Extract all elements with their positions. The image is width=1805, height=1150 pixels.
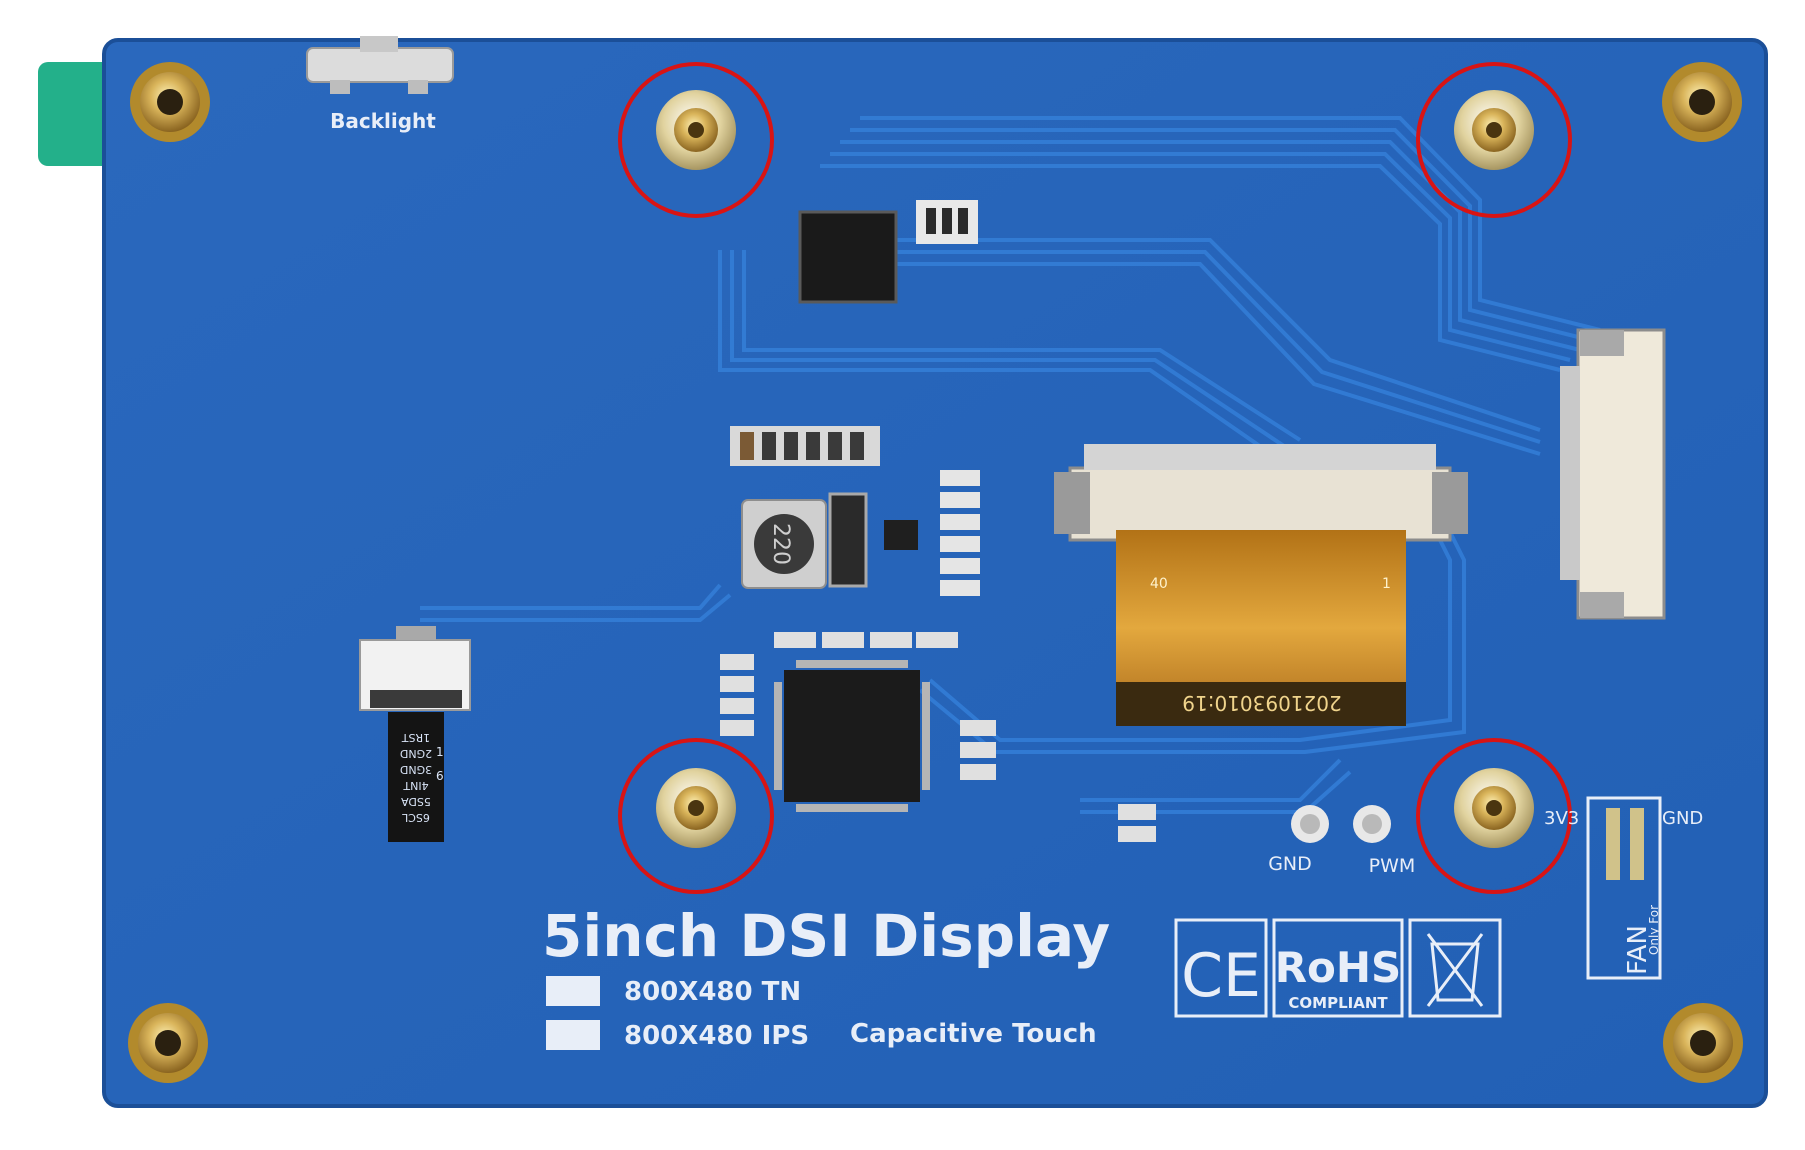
fan-gnd-label: GND xyxy=(1662,808,1703,829)
board-title: 5inch DSI Display xyxy=(542,902,1110,970)
pcb-traces xyxy=(420,116,1601,814)
touch-pin-num-1: 1 xyxy=(436,745,444,759)
touch-pin-num-6: 6 xyxy=(436,769,444,783)
inductor: 220 xyxy=(741,499,827,589)
touch-connector xyxy=(359,626,471,842)
checkbox-tn xyxy=(546,976,600,1006)
pad-gnd-label: GND xyxy=(1268,853,1312,875)
pad-pwm-label: PWM xyxy=(1369,855,1416,877)
ce-mark-icon: CE xyxy=(1174,918,1268,1018)
ffc-pin-40: 40 xyxy=(1150,576,1168,592)
touch-pin-label-1: 1RST xyxy=(402,731,431,744)
svg-text:COMPLIANT: COMPLIANT xyxy=(1288,994,1388,1012)
right-vertical-connector xyxy=(1560,328,1666,620)
res-ips-label: 800X480 IPS xyxy=(624,1021,809,1051)
pwm-pads xyxy=(1291,805,1391,843)
smd-near-pads xyxy=(1118,804,1156,842)
smd-row-middle xyxy=(774,632,958,648)
highlight-circle-top-left xyxy=(618,62,774,218)
qfp-chip xyxy=(774,660,930,812)
svg-text:RoHS: RoHS xyxy=(1275,943,1402,992)
mount-hole-bottom-right xyxy=(1663,1003,1743,1083)
pcb-board xyxy=(102,38,1768,1108)
ffc-date-code: 2021093010:19 xyxy=(1182,691,1341,715)
mount-hole-bottom-left xyxy=(128,1003,208,1083)
smd-row xyxy=(730,426,880,466)
svg-text:220: 220 xyxy=(768,523,793,565)
highlight-circle-top-right xyxy=(1416,62,1572,218)
backlight-switch xyxy=(306,36,454,94)
fan-only-for-label: Only For xyxy=(1647,905,1661,955)
qfn-chip xyxy=(798,210,898,304)
mount-hole-top-right xyxy=(1662,62,1742,142)
resistor-array-top xyxy=(916,200,978,244)
sot-chip xyxy=(884,520,918,550)
mount-hole-top-left xyxy=(130,62,210,142)
diode xyxy=(828,492,868,588)
smd-column-left xyxy=(720,654,754,736)
backlight-label: Backlight xyxy=(330,109,436,133)
fan-header xyxy=(1586,796,1662,980)
touch-pin-label-3: 3GND xyxy=(400,763,432,776)
ffc-pin-1: 1 xyxy=(1382,576,1391,592)
smd-column-qfp-right xyxy=(960,720,996,780)
checkbox-ips xyxy=(546,1020,600,1050)
touch-pin-label-5: 5SDA xyxy=(401,795,431,808)
ffc-connector xyxy=(1054,444,1468,726)
fan-label: FAN xyxy=(1623,925,1653,975)
highlight-circle-bottom-right xyxy=(1416,738,1572,894)
touch-pin-label-2: 2GND xyxy=(400,747,432,760)
svg-text:CE: CE xyxy=(1181,941,1261,1011)
rohs-compliant-icon: RoHS COMPLIANT xyxy=(1272,918,1404,1018)
touch-label: Capacitive Touch xyxy=(850,1019,1097,1049)
smd-column-right xyxy=(940,470,980,596)
highlight-circle-bottom-left xyxy=(618,738,774,894)
fan-3v3-label: 3V3 xyxy=(1544,808,1579,829)
standoff-bottom-right xyxy=(1454,768,1534,848)
standoff-bottom-left xyxy=(656,768,736,848)
standoff-top-right xyxy=(1454,90,1534,170)
crossed-bin-icon xyxy=(1408,918,1502,1018)
res-tn-label: 800X480 TN xyxy=(624,977,801,1007)
touch-pin-label-4: 4INT xyxy=(403,779,428,792)
highlight-circles xyxy=(618,62,1572,894)
touch-pin-label-6: 6SCL xyxy=(401,811,430,824)
standoff-top-left xyxy=(656,90,736,170)
